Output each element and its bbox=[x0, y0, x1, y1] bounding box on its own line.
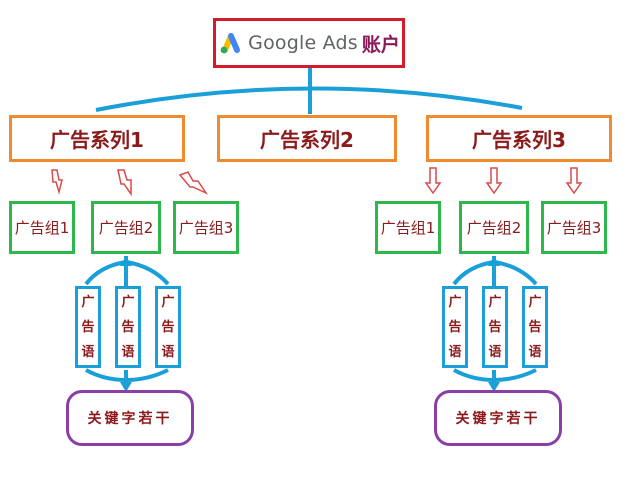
google-ads-logo-icon bbox=[220, 33, 241, 54]
campaign-box-1: 广告系列1 bbox=[9, 115, 185, 162]
ad-connectors-left bbox=[84, 256, 170, 384]
account-suffix: 账户 bbox=[361, 33, 400, 56]
ad-char: 告 bbox=[161, 319, 175, 335]
arrow-up-right bbox=[488, 256, 500, 266]
campaign-box-3: 广告系列3 bbox=[426, 115, 612, 162]
arrow-down-left bbox=[120, 382, 132, 392]
ad-copy-box: 广 告 语 bbox=[75, 286, 101, 368]
ad-char: 广 bbox=[161, 294, 175, 310]
campaign-box-2: 广告系列2 bbox=[217, 115, 397, 162]
ad-copy-box: 广 告 语 bbox=[115, 286, 141, 368]
arrow-up-left bbox=[120, 256, 132, 266]
down-arrow-1 bbox=[424, 167, 442, 195]
ad-char: 广 bbox=[121, 294, 135, 310]
account-brand: Google Ads bbox=[248, 32, 358, 54]
bolt-arrow-2 bbox=[117, 169, 132, 197]
keywords-box: 关键字若干 bbox=[434, 390, 562, 446]
ad-char: 告 bbox=[121, 319, 135, 335]
arrow-down-right bbox=[488, 382, 500, 392]
ad-char: 广 bbox=[488, 294, 502, 310]
ad-group-box: 广告组1 bbox=[9, 201, 75, 254]
ad-copy-box: 广 告 语 bbox=[482, 286, 508, 368]
ad-char: 告 bbox=[448, 319, 462, 335]
ad-copy-box: 广 告 语 bbox=[522, 286, 548, 368]
ad-group-box: 广告组3 bbox=[173, 201, 239, 254]
ad-char: 语 bbox=[488, 344, 502, 360]
ad-connectors-right bbox=[452, 256, 538, 384]
ad-char: 语 bbox=[121, 344, 135, 360]
keywords-box: 关键字若干 bbox=[66, 390, 194, 446]
ad-group-box: 广告组3 bbox=[541, 201, 607, 254]
account-box: Google Ads 账户 bbox=[213, 18, 405, 68]
ad-copy-box: 广 告 语 bbox=[442, 286, 468, 368]
bolt-arrow-1 bbox=[51, 169, 63, 195]
ad-group-box: 广告组2 bbox=[91, 201, 161, 254]
ad-char: 语 bbox=[448, 344, 462, 360]
ad-char: 广 bbox=[528, 294, 542, 310]
ad-char: 广 bbox=[81, 294, 95, 310]
ad-group-box: 广告组1 bbox=[375, 201, 441, 254]
ad-char: 语 bbox=[161, 344, 175, 360]
ad-copy-box: 广 告 语 bbox=[155, 286, 181, 368]
down-arrow-2 bbox=[485, 167, 503, 195]
ad-char: 告 bbox=[81, 319, 95, 335]
ad-char: 告 bbox=[528, 319, 542, 335]
ad-char: 广 bbox=[448, 294, 462, 310]
ad-char: 告 bbox=[488, 319, 502, 335]
ad-char: 语 bbox=[528, 344, 542, 360]
down-arrow-3 bbox=[565, 167, 583, 195]
ad-char: 语 bbox=[81, 344, 95, 360]
ad-group-box: 广告组2 bbox=[459, 201, 529, 254]
bolt-arrow-3 bbox=[178, 171, 209, 195]
